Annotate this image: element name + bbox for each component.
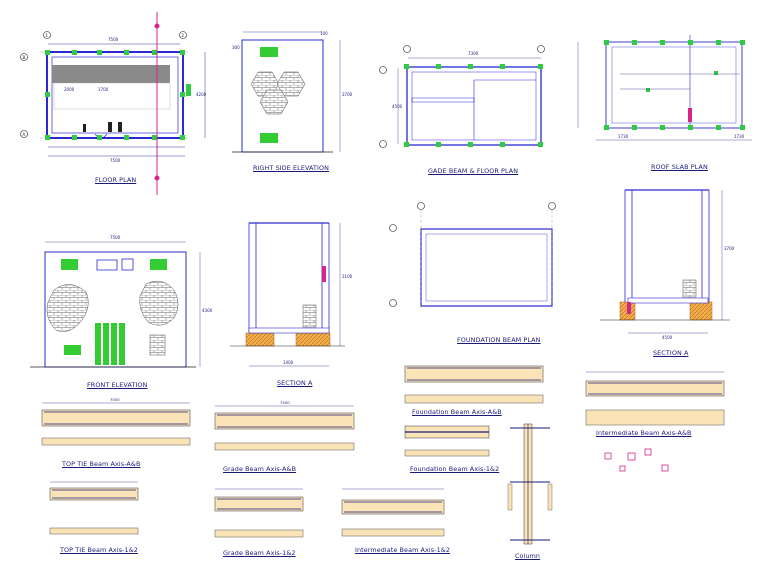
foundation-beam-ab-detail [404, 365, 544, 404]
intermediate-beam-12-detail [341, 488, 445, 537]
floor-plan-drawing: 7500 7500 1700 2000 4200 [20, 12, 207, 195]
front-elevation-caption: FRONT ELEVATION [87, 381, 148, 389]
svg-text:1: 1 [46, 33, 49, 38]
roof-slab-plan-caption: ROOF SLAB PLAN [651, 163, 708, 171]
svg-text:4500: 4500 [662, 335, 673, 340]
foundation-beam-plan-drawing [389, 202, 556, 310]
foundation-beam-plan-caption: FOUNDATION BEAM PLAN [457, 336, 541, 344]
svg-text:1400: 1400 [283, 360, 294, 365]
column-caption: Column [515, 552, 541, 560]
svg-text:B: B [23, 55, 26, 60]
front-elevation-drawing: 7500 4300 [30, 235, 213, 368]
foundation-beam-ab-caption: Foundation Beam Axis-A&B [412, 408, 502, 416]
svg-text:7500: 7500 [110, 158, 121, 163]
svg-text:1730: 1730 [734, 134, 745, 139]
foundation-beam-12-detail [404, 425, 490, 457]
top-tie-beam-ab-detail: 7500 [41, 397, 191, 446]
svg-text:7500: 7500 [110, 397, 120, 402]
svg-text:7500: 7500 [280, 400, 290, 405]
svg-text:100: 100 [320, 31, 328, 36]
top-tie-beam-12-caption: TOP TIE Beam Axis-1&2 [60, 546, 138, 554]
column-detail [507, 423, 553, 545]
svg-text:7300: 7300 [468, 51, 479, 56]
svg-text:3700: 3700 [342, 92, 353, 97]
right-side-elevation-drawing: 3700 100 300 [232, 31, 353, 153]
top-tie-beam-ab-caption: TOP TIE Beam Axis-A&B [62, 460, 141, 468]
section-a-right-drawing: 3700 4500 [600, 189, 735, 340]
section-a-right-caption: SECTION A [653, 349, 689, 357]
floor-plan-caption: FLOOR PLAN [95, 176, 137, 184]
grade-beam-ab-detail: 7500 [214, 400, 355, 451]
intermediate-beam-ab-caption: Intermediate Beam Axis-A&B [596, 429, 692, 437]
grade-beam-12-caption: Grade Beam Axis-1&2 [223, 549, 296, 557]
section-a-left-drawing: 3100 1400 [230, 222, 353, 367]
svg-text:4200: 4200 [196, 92, 207, 97]
column-section-details [604, 448, 669, 472]
roof-slab-plan-drawing: 1730 1730 [577, 35, 752, 141]
svg-text:7500: 7500 [110, 235, 121, 240]
svg-text:3700: 3700 [724, 246, 735, 251]
svg-text:2: 2 [182, 33, 185, 38]
svg-text:4500: 4500 [392, 104, 403, 109]
grade-beam-floor-plan-caption: GADE BEAM & FLOOR PLAN [428, 167, 519, 175]
svg-text:4300: 4300 [202, 308, 213, 313]
grade-beam-floor-plan-drawing: 7300 4500 [379, 45, 545, 148]
svg-text:1730: 1730 [618, 134, 629, 139]
svg-text:3100: 3100 [342, 274, 353, 279]
top-tie-beam-12-detail [49, 481, 139, 535]
svg-text:A: A [23, 132, 26, 137]
section-a-left-caption: SECTION A [277, 379, 313, 387]
foundation-beam-12-caption: Foundation Beam Axis-1&2 [410, 465, 500, 473]
grade-beam-ab-caption: Grade Beam Axis-A&B [223, 465, 297, 473]
svg-text:300: 300 [232, 45, 240, 50]
right-side-elevation-caption: RIGHT SIDE ELEVATION [253, 164, 330, 172]
intermediate-beam-12-caption: Intermediate Beam Axis-1&2 [355, 546, 451, 554]
intermediate-beam-ab-detail [585, 371, 725, 426]
grade-beam-12-detail [214, 488, 304, 538]
svg-text:2000: 2000 [64, 87, 75, 92]
svg-text:7500: 7500 [108, 37, 119, 42]
svg-text:1700: 1700 [98, 87, 109, 92]
